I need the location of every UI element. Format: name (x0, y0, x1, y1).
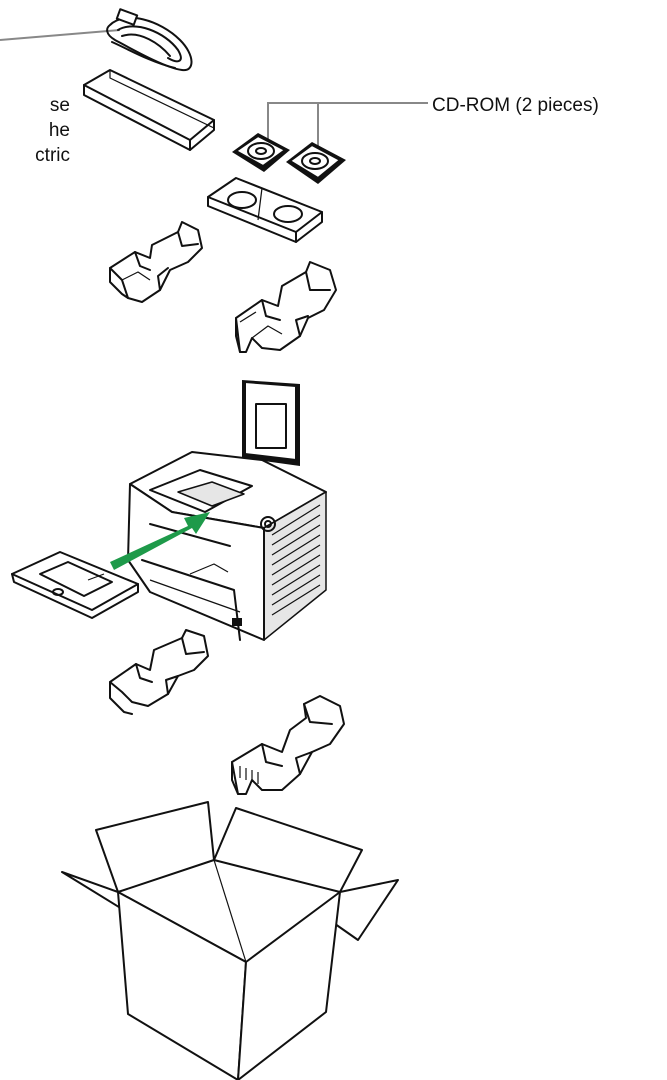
document-tray (84, 70, 214, 150)
caption-line-2: he (0, 119, 70, 144)
foam-packing-top-right (236, 262, 336, 352)
cardboard-box (62, 802, 398, 1080)
cable-leader-line (0, 30, 120, 40)
cd-holder (208, 178, 322, 242)
cd-rom-right (286, 142, 346, 184)
cd-rom-left (232, 133, 290, 172)
foam-packing-bottom-right (232, 696, 344, 794)
cd-rom-label: CD-ROM (2 pieces) (432, 94, 599, 117)
cut-off-caption: se he ctric (0, 94, 70, 169)
manual-sheet (242, 380, 300, 466)
caption-line-1: se (0, 94, 70, 119)
caption-line-3: ctric (0, 144, 70, 169)
foam-packing-top-left (110, 222, 202, 302)
foam-packing-bottom-left (110, 630, 208, 714)
power-cable-icon (107, 9, 191, 70)
